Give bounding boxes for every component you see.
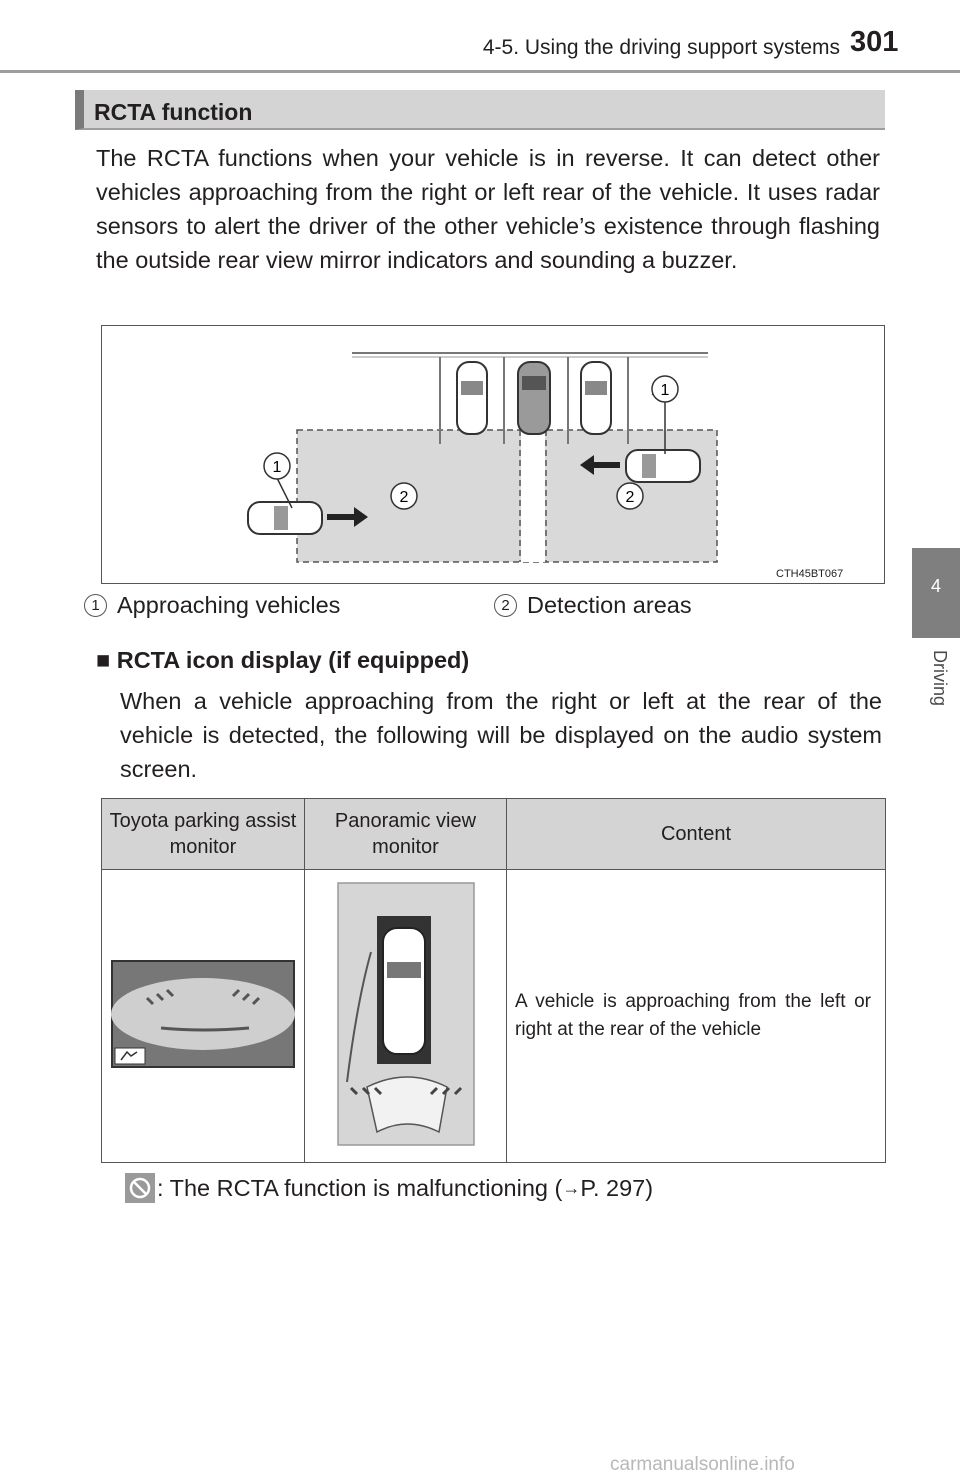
legend-label: Detection areas: [527, 592, 692, 618]
subheading-marker: ■: [96, 647, 111, 673]
page-reference[interactable]: P. 297): [580, 1174, 654, 1201]
rcta-diagram-svg: 1 1 2 2: [247, 352, 718, 563]
table-header: Panoramic view monitor: [304, 798, 507, 870]
rcta-malfunction-icon: [125, 1173, 155, 1203]
parked-car-icon: [580, 361, 612, 435]
arrow-icon: →: [562, 1177, 581, 1198]
own-vehicle-icon: [517, 361, 551, 435]
page-number: 301: [850, 26, 899, 58]
approaching-vehicle-right-icon: [625, 449, 701, 483]
callout-1-left: 1: [273, 459, 282, 476]
parked-car-icon: [456, 361, 488, 435]
table-header: Content: [506, 798, 886, 870]
table-header-row: Toyota parking assist monitor Panoramic …: [101, 798, 886, 870]
rcta-diagram: 1 1 2 2: [101, 325, 885, 584]
approaching-vehicle-left-icon: [247, 501, 323, 535]
panoramic-view-monitor-image: [336, 881, 475, 1146]
heading-bar: [75, 90, 885, 130]
callout-2-left: 2: [400, 489, 409, 506]
subheading-paragraph: When a vehicle approaching from the righ…: [120, 688, 882, 782]
table-row: A vehicle is approaching from the left o…: [101, 869, 886, 1163]
legend-label: Approaching vehicles: [117, 592, 341, 618]
legend-number: 2: [494, 594, 517, 617]
legend-item: 2 Detection areas: [494, 592, 692, 619]
content-cell: A vehicle is approaching from the left o…: [506, 869, 886, 1163]
rcta-icon-table: Toyota parking assist monitor Panoramic …: [101, 798, 886, 1163]
chapter-number: 4: [930, 576, 941, 596]
table-header: Toyota parking assist monitor: [101, 798, 305, 870]
subheading: ■ RCTA icon display (if equipped): [96, 647, 469, 674]
callout-1-right: 1: [661, 382, 670, 399]
figure-code: CTH45BT067: [776, 568, 844, 580]
header-rule: [0, 70, 960, 73]
footnote-text: : The RCTA function is malfunctioning (: [157, 1174, 563, 1201]
callout-2-right: 2: [626, 489, 635, 506]
arrow-left-icon: [580, 455, 620, 475]
section-title: 4-5. Using the driving support systems: [482, 36, 840, 59]
chapter-label: Driving: [930, 650, 950, 707]
subheading-text: RCTA icon display (if equipped): [116, 647, 470, 673]
parking-assist-screen-cell: [101, 869, 305, 1163]
legend-number: 1: [84, 594, 107, 617]
footnote: : The RCTA function is malfunctioning ( …: [125, 1173, 653, 1203]
arrow-right-icon: [327, 507, 368, 527]
legend-item: 1 Approaching vehicles: [84, 592, 340, 619]
panoramic-view-screen-cell: [304, 869, 507, 1163]
parking-assist-monitor-image: [111, 959, 295, 1068]
heading-title: RCTA function: [94, 99, 253, 125]
intro-paragraph: The RCTA functions when your vehicle is …: [96, 145, 880, 273]
chapter-tab: 4: [912, 548, 960, 638]
watermark: carmanualsonline.info: [610, 1454, 795, 1475]
